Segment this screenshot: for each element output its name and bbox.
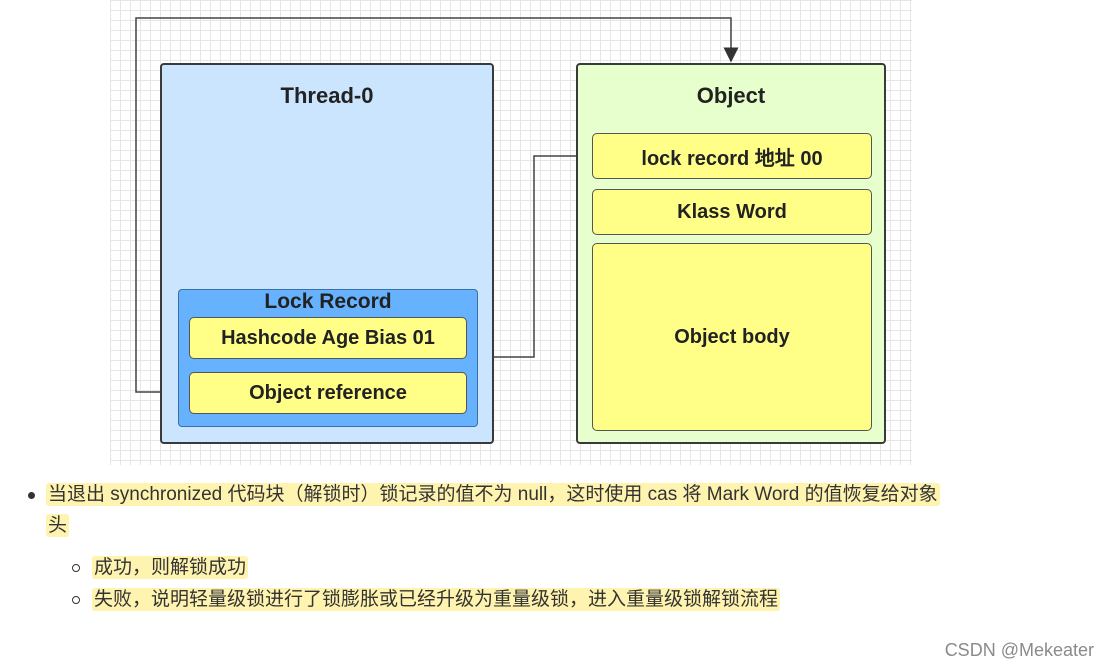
- bullet-circle-icon: [72, 564, 80, 572]
- object-title: Object: [696, 83, 766, 108]
- lock-record-box: Lock Record Hashcode Age Bias 01 Object …: [178, 289, 478, 427]
- lock-diagram: Thread-0 Lock Record Hashcode Age Bias 0…: [110, 0, 912, 465]
- sub-bullet-2: 失败，说明轻量级锁进行了锁膨胀或已经升级为重量级锁，进入重量级锁解锁流程: [92, 585, 781, 615]
- csdn-author-watermark: CSDN @Mekeater: [944, 640, 1094, 660]
- main-bullet-text-1: 当退出 synchronized 代码块（解锁时）锁记录的值不为 null，这时…: [46, 483, 940, 506]
- object-reference-field: Object reference: [189, 372, 467, 414]
- main-bullet-line-1: 当退出 synchronized 代码块（解锁时）锁记录的值不为 null，这时…: [46, 480, 940, 510]
- object-reference-arrow: [135, 17, 739, 393]
- thread-box: Thread-0 Lock Record Hashcode Age Bias 0…: [160, 63, 494, 444]
- connector-arrows: [135, 17, 739, 393]
- thread-title: Thread-0: [280, 83, 374, 108]
- klass-word-field: Klass Word: [592, 189, 872, 235]
- bullet-dot-icon: [28, 492, 35, 499]
- object-box: Object lock record 地址 00 Klass Word Obje…: [576, 63, 886, 444]
- lock-record-address-arrow: [478, 155, 590, 365]
- main-bullet-text-2: 头: [46, 514, 70, 537]
- hashcode-field: Hashcode Age Bias 01: [189, 317, 467, 359]
- object-body-field: Object body: [592, 243, 872, 431]
- sub-bullet-text-1: 成功，则解锁成功: [92, 556, 249, 579]
- lock-record-address-field: lock record 地址 00: [592, 133, 872, 179]
- sub-bullet-1: 成功，则解锁成功: [92, 553, 249, 583]
- lock-record-title: Lock Record: [264, 290, 392, 313]
- main-bullet-line-2: 头: [46, 511, 70, 541]
- bullet-circle-icon: [72, 596, 80, 604]
- sub-bullet-text-2: 失败，说明轻量级锁进行了锁膨胀或已经升级为重量级锁，进入重量级锁解锁流程: [92, 588, 781, 611]
